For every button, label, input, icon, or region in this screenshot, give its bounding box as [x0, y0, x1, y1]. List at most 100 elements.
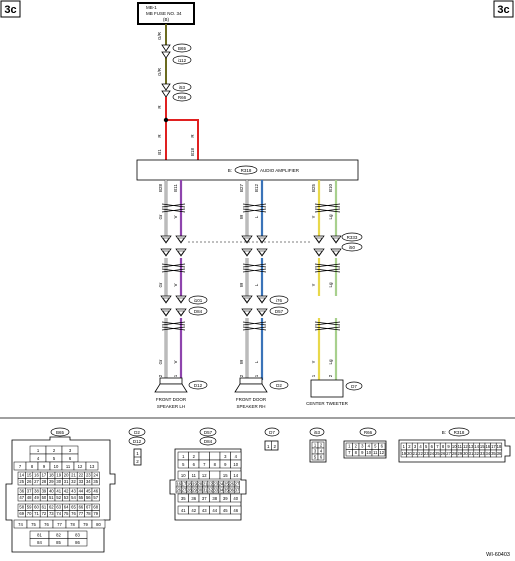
- svg-text:7: 7: [348, 450, 351, 455]
- svg-text:38: 38: [212, 496, 217, 501]
- pin-cell: [209, 451, 221, 461]
- fuse-line2: MB FUSE NO. 34: [146, 11, 182, 16]
- svg-text:31: 31: [469, 451, 474, 456]
- pin-cell: 35: [91, 478, 100, 486]
- wire-pin-bottom-2: 2: [239, 374, 244, 377]
- pin-cell: 39: [219, 493, 231, 503]
- twist-marks-pair-1: [242, 203, 267, 331]
- pin-cell: 71: [32, 510, 41, 518]
- svg-text:30: 30: [198, 487, 203, 492]
- connector-face-r66-label: R66: [364, 430, 373, 435]
- svg-text:44: 44: [212, 508, 217, 513]
- amplifier-pin-right: B18: [190, 148, 195, 157]
- pin-cell: 6: [428, 442, 435, 451]
- svg-text:22: 22: [79, 473, 84, 478]
- pin-cell: 3: [61, 445, 79, 455]
- svg-text:47: 47: [19, 495, 24, 500]
- pin-cell: 29: [47, 478, 56, 486]
- svg-text:81: 81: [37, 532, 42, 537]
- svg-text:24: 24: [93, 473, 98, 478]
- pin-cell: 54: [69, 494, 78, 502]
- pin-cell: 5: [311, 453, 319, 461]
- lower-connector-rh-upper: i76: [276, 298, 283, 303]
- svg-text:2: 2: [408, 444, 411, 449]
- pin-cell: 9: [358, 449, 366, 457]
- page-tag-right: 3c: [493, 0, 514, 18]
- pin-cell: 27: [445, 449, 452, 458]
- svg-text:84: 84: [37, 540, 42, 545]
- svg-text:33: 33: [79, 479, 84, 484]
- svg-text:48: 48: [27, 495, 32, 500]
- pin-cell: 36: [17, 487, 26, 495]
- svg-text:8: 8: [31, 464, 34, 469]
- wire-color-bottom-5: Lg: [328, 359, 333, 365]
- svg-text:27: 27: [446, 451, 451, 456]
- pin-cell: 3: [219, 451, 231, 461]
- wire-color-top-5: Lg: [328, 214, 333, 220]
- connector-face-d2-label2: D12: [133, 439, 142, 444]
- pin-cell: 3: [358, 442, 366, 450]
- svg-text:40: 40: [233, 496, 238, 501]
- pin-cell: 84: [29, 538, 50, 547]
- speaker-front-rh-id: D2: [276, 383, 282, 388]
- pin-cell: 72: [39, 510, 48, 518]
- pin-cell: 12: [462, 442, 469, 451]
- svg-text:33: 33: [480, 451, 485, 456]
- pin-cell: 17: [39, 471, 48, 479]
- pin-cell: 45: [219, 505, 231, 515]
- top-connector-1: B65 i112: [161, 43, 192, 65]
- top-connector-2-upper: i53: [179, 85, 186, 90]
- svg-text:22: 22: [208, 481, 213, 486]
- svg-text:85: 85: [56, 540, 61, 545]
- fuse-box: MB-1 MB FUSE NO. 34 (B): [137, 2, 195, 25]
- svg-text:29: 29: [49, 479, 54, 484]
- pin-cell: 14: [473, 442, 480, 451]
- svg-text:2: 2: [193, 454, 196, 459]
- pin-cell: 81: [29, 530, 50, 539]
- svg-text:7: 7: [19, 464, 22, 469]
- svg-text:1: 1: [37, 448, 40, 453]
- pin-cell: 20: [62, 471, 71, 479]
- pin-cell: 48: [25, 494, 34, 502]
- pin-cell: 1: [29, 445, 47, 455]
- pin-cell: 5: [177, 459, 189, 469]
- top-connector-2: i53 R66: [161, 82, 192, 102]
- svg-text:61: 61: [42, 505, 47, 510]
- svg-text:2: 2: [355, 444, 358, 449]
- svg-text:10: 10: [54, 464, 59, 469]
- svg-text:28: 28: [452, 451, 457, 456]
- pin-cell: 26: [439, 449, 447, 458]
- pin-cell: 62: [47, 503, 56, 511]
- svg-text:7: 7: [436, 444, 439, 449]
- svg-text:17: 17: [491, 444, 496, 449]
- svg-text:25: 25: [224, 481, 229, 486]
- top-wire-color-lower: G/R: [157, 67, 162, 76]
- wire-color-middle-3: L: [254, 283, 259, 286]
- lower-connector-lh-upper: i101: [194, 298, 203, 303]
- connector-face-d57-label1: D57: [204, 430, 213, 435]
- pin-cell: 6: [378, 442, 386, 450]
- lower-connector-rh-lower: D57: [275, 309, 284, 314]
- pin-cell: 79: [91, 510, 100, 518]
- svg-text:2: 2: [320, 442, 323, 447]
- speaker-wires: B28GrGrGr2B11VVV1B27WWW2B12LLL1B25YYY1B1…: [158, 180, 342, 380]
- svg-text:3: 3: [69, 448, 72, 453]
- svg-text:15: 15: [27, 473, 32, 478]
- svg-text:6: 6: [431, 444, 434, 449]
- pin-cell: 31: [467, 449, 475, 458]
- pin-cell: 11: [188, 470, 200, 480]
- pin-cell: 77: [76, 510, 85, 518]
- pin-cell: 76: [69, 510, 78, 518]
- pin-cell: 6: [317, 453, 325, 461]
- pin-cell: 10: [365, 449, 373, 457]
- speaker-front-lh-line1: FRONT DOOR: [156, 397, 187, 402]
- svg-text:37: 37: [235, 487, 240, 492]
- pin-cell: 4: [317, 447, 325, 455]
- pin-cell: 50: [39, 494, 48, 502]
- pin-cell: 2: [317, 441, 325, 449]
- amplifier-label: AUDIO AMPLIFIER: [260, 168, 300, 173]
- connector-face-d7-label: D7: [269, 430, 275, 435]
- svg-text:19: 19: [56, 473, 61, 478]
